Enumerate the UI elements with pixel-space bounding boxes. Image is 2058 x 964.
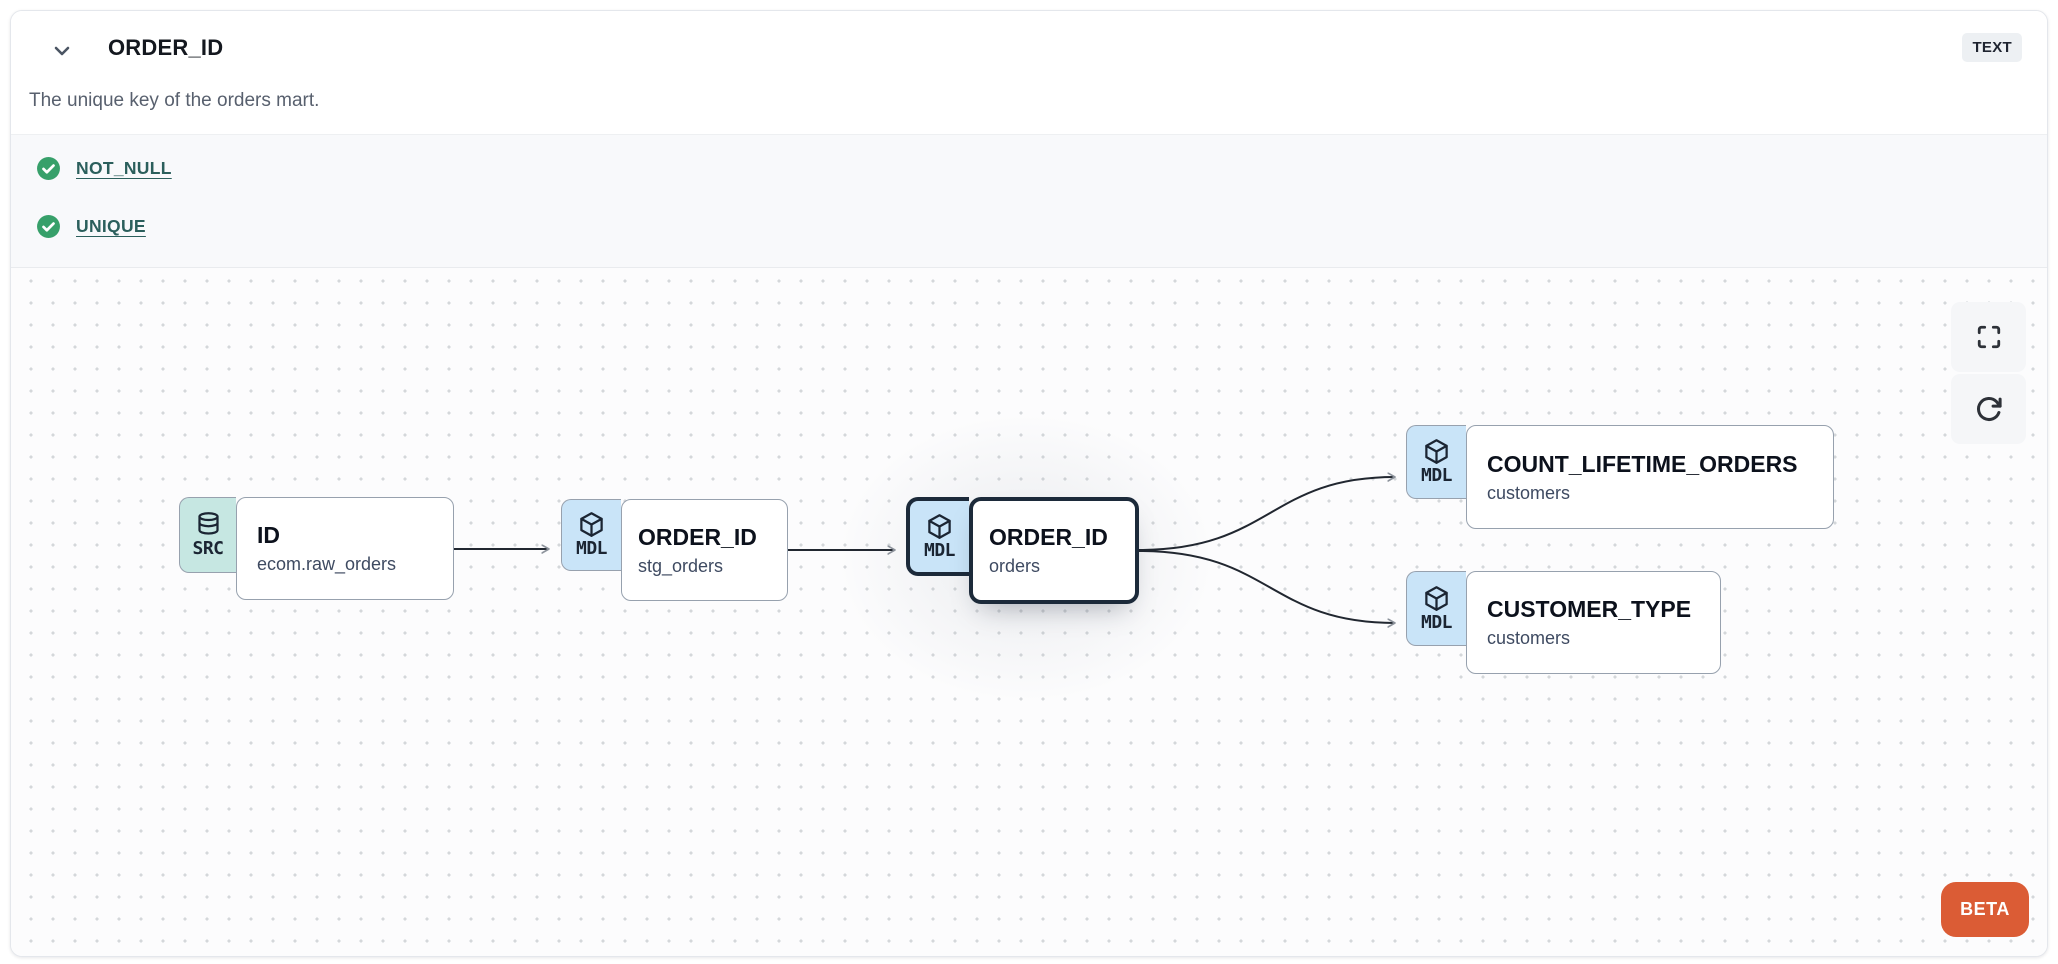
test-link-unique[interactable]: UNIQUE [76,216,146,236]
page-title: ORDER_ID [108,35,224,60]
node-title: COUNT_LIFETIME_ORDERS [1487,450,1798,477]
refresh-button[interactable] [1951,374,2026,444]
header: ORDER_ID The unique key of the orders ma… [11,11,2047,134]
check-circle-icon [37,215,60,238]
column-details-panel: ORDER_ID The unique key of the orders ma… [10,10,2048,957]
node-card: CUSTOMER_TYPE customers [1466,571,1721,674]
node-subtitle: ecom.raw_orders [257,554,397,574]
node-subtitle: customers [1487,628,1571,648]
node-subtitle: stg_orders [638,555,724,576]
badge-label: MDL [1420,465,1453,487]
node-card: ORDER_ID stg_orders [621,499,788,601]
cube-icon [1425,439,1448,464]
cube-icon [1425,585,1448,611]
node-subtitle: customers [1487,482,1571,503]
badge-label: MDL [1420,611,1453,633]
node-title: ORDER_ID [989,524,1108,550]
badge-label: MDL [575,538,608,560]
model-badge: MDL [1406,425,1466,499]
lineage-edges [454,268,2047,956]
node-title: ORDER_ID [638,523,757,550]
node-title: CUSTOMER_TYPE [1487,596,1692,622]
node-card: COUNT_LIFETIME_ORDERS customers [1466,425,1834,529]
cube-icon [928,513,951,539]
chevron-down-icon [54,46,70,56]
test-row: UNIQUE [36,214,146,239]
fullscreen-icon [1977,325,2000,349]
check-circle-icon [37,157,60,180]
refresh-icon [1976,397,2002,422]
test-link-not-null[interactable]: NOT_NULL [76,158,172,178]
collapse-button[interactable] [49,38,75,64]
test-row: NOT_NULL [36,156,172,181]
cube-icon [580,512,603,537]
column-type-badge: TEXT [1962,33,2022,62]
fullscreen-button[interactable] [1951,302,2026,372]
model-badge: MDL [1406,571,1466,646]
model-badge: MDL [561,499,621,571]
source-badge: SRC [179,497,236,573]
node-title: ID [257,522,280,548]
model-badge: MDL [906,497,969,576]
tests-section: NOT_NULL UNIQUE [11,134,2047,268]
database-icon [197,512,219,535]
lineage-canvas[interactable]: SRC ID ecom.raw_orders MDL ORDER_ID stg_… [11,268,2047,956]
node-subtitle: orders [989,556,1041,576]
node-card: ID ecom.raw_orders [236,497,454,600]
badge-label: SRC [192,538,224,560]
badge-label: MDL [923,539,956,561]
column-description: The unique key of the orders mart. [29,90,320,111]
node-card: ORDER_ID orders [969,497,1139,604]
beta-badge[interactable]: BETA [1941,882,2029,937]
